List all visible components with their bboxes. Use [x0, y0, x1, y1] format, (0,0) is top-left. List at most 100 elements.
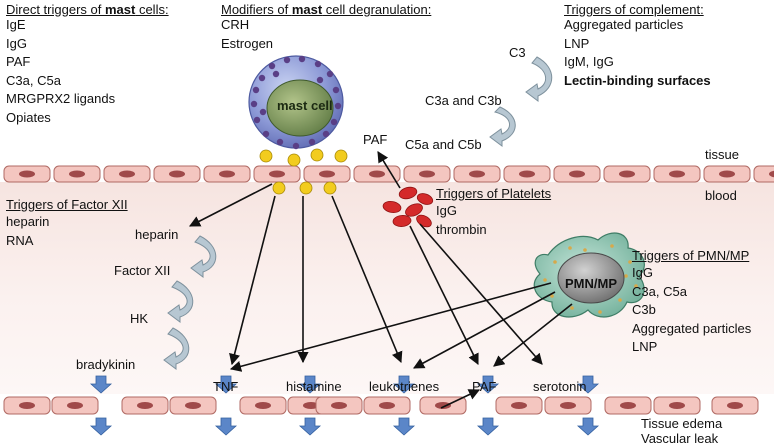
endothelial-cell	[203, 165, 251, 183]
pmn-dot	[570, 306, 574, 310]
endothelial-cell	[703, 165, 751, 183]
granule	[259, 149, 273, 163]
direct-trigger-item: C3a, C5a	[6, 72, 61, 88]
endothelial-cell	[253, 165, 301, 183]
pmn-dot	[598, 310, 602, 314]
pmn-triggers-list: IgG C3a, C5a C3b Aggregated particles LN…	[632, 264, 751, 357]
endothelial-cell	[495, 396, 543, 415]
complement-trigger-item: Aggregated particles	[564, 17, 684, 32]
endothelial-cell	[653, 165, 701, 183]
arrow-to-heparin	[189, 183, 273, 227]
endothelial-cell	[3, 165, 51, 183]
endothelial-cell	[604, 396, 652, 415]
released-granules	[259, 148, 348, 195]
granule-dot	[326, 70, 334, 78]
endothelial-cell	[711, 396, 759, 415]
platelet	[405, 203, 423, 217]
arrow-to-paf-top	[377, 151, 401, 189]
endothelial-cell	[544, 396, 592, 415]
platelet-trigger-item: IgG	[436, 203, 457, 218]
mediator-paf: PAF	[472, 379, 497, 394]
pmn-dot	[550, 294, 554, 298]
pmn-trigger-item: C3a, C5a	[632, 283, 687, 299]
factor-xii-triggers-list: heparin RNA	[6, 213, 49, 250]
cascade-factor-xii: Factor XII	[114, 263, 171, 278]
endothelial-cell	[121, 396, 169, 415]
c3-split-label: C3a and C3b	[425, 93, 502, 108]
endothelial-cell	[503, 165, 551, 183]
pmn-dot	[628, 260, 632, 264]
platelet-trigger-item: thrombin	[436, 221, 487, 237]
arrow-to-tnf	[229, 195, 276, 366]
endothelial-cell	[315, 396, 363, 415]
arrow-platelet-to-paf	[409, 225, 479, 366]
platelet	[382, 200, 402, 214]
platelet-cluster	[382, 186, 434, 228]
arrow-pmn-to-leukotrienes	[413, 291, 556, 369]
arrow-to-leukotrienes	[331, 195, 403, 364]
pmn-trigger-item: Aggregated particles	[632, 320, 752, 336]
cascade-bradykinin: bradykinin	[76, 357, 136, 372]
paf-top-label: PAF	[363, 132, 388, 147]
flow-arrow	[89, 417, 113, 436]
pmn-triggers-heading: Triggers of PMN/MP	[632, 248, 750, 263]
arrow-pmn-to-paf	[493, 303, 573, 367]
factor-xii-triggers-heading: Triggers of Factor XII	[6, 197, 128, 212]
granule-dot	[259, 108, 267, 116]
complement-trigger-item: IgM, IgG	[564, 54, 614, 69]
endothelial-cell	[553, 165, 601, 183]
endothelial-cell	[153, 165, 201, 183]
flow-arrow	[476, 375, 500, 394]
flow-arrow	[214, 417, 238, 436]
outcome-tissue-edema: Tissue edema	[641, 416, 723, 431]
granule	[272, 181, 286, 195]
pmn-dot	[543, 278, 547, 282]
granule-dot	[292, 142, 300, 150]
granule-dot	[332, 86, 340, 94]
pmn-mp-cell	[533, 232, 645, 318]
cascade-heparin: heparin	[135, 227, 179, 242]
endothelial-cell	[3, 396, 51, 415]
granule-dot	[272, 70, 280, 78]
endothelial-cell	[303, 165, 351, 183]
granule-dot	[252, 86, 260, 94]
endothelial-cell	[453, 165, 501, 183]
complement-triggers-heading: Triggers of complement:	[564, 2, 704, 17]
granule-dot	[283, 56, 291, 64]
granule	[310, 148, 324, 162]
complement-triggers-list: Aggregated particles LNP IgM, IgG Lectin…	[564, 16, 711, 90]
granule-dot	[308, 138, 316, 146]
platelet	[392, 215, 412, 227]
flow-arrow	[576, 375, 600, 394]
endothelial-cell	[753, 165, 774, 183]
flow-arrow	[576, 417, 600, 436]
factor-xii-trigger-item: heparin	[6, 214, 50, 229]
pmn-trigger-item: LNP	[632, 339, 658, 354]
granule-dot	[253, 116, 261, 124]
granule-dot	[316, 76, 324, 84]
direct-triggers-heading: Direct triggers of mast cells:	[6, 2, 169, 17]
blood-label: blood	[705, 188, 737, 203]
modifier-item: Estrogen	[221, 35, 274, 51]
endothelial-cell	[353, 165, 401, 183]
granule-dot	[322, 130, 330, 138]
granule-dot	[250, 100, 258, 108]
mediator-leukotrienes: leukotrienes	[369, 379, 440, 394]
platelet	[398, 186, 418, 200]
modifiers-list: CRH Estrogen	[221, 16, 273, 53]
pmn-dot	[634, 284, 638, 288]
arrow-paf-feedback	[440, 389, 481, 409]
complement-trigger-item-bold: Lectin-binding surfaces	[564, 72, 711, 88]
flow-arrow	[298, 417, 322, 436]
platelet-triggers-list: IgG thrombin	[436, 202, 487, 239]
endothelial-cell	[53, 165, 101, 183]
mast-cell-label: mast cell	[277, 98, 333, 113]
direct-trigger-item: IgG	[6, 35, 27, 51]
granule	[323, 181, 337, 195]
flow-arrow	[392, 417, 416, 436]
flow-arrow	[298, 375, 322, 394]
cascade-hk: HK	[130, 311, 149, 326]
pmn-dot	[618, 298, 622, 302]
pmn-dot	[583, 248, 587, 252]
endothelial-cell	[603, 165, 651, 183]
